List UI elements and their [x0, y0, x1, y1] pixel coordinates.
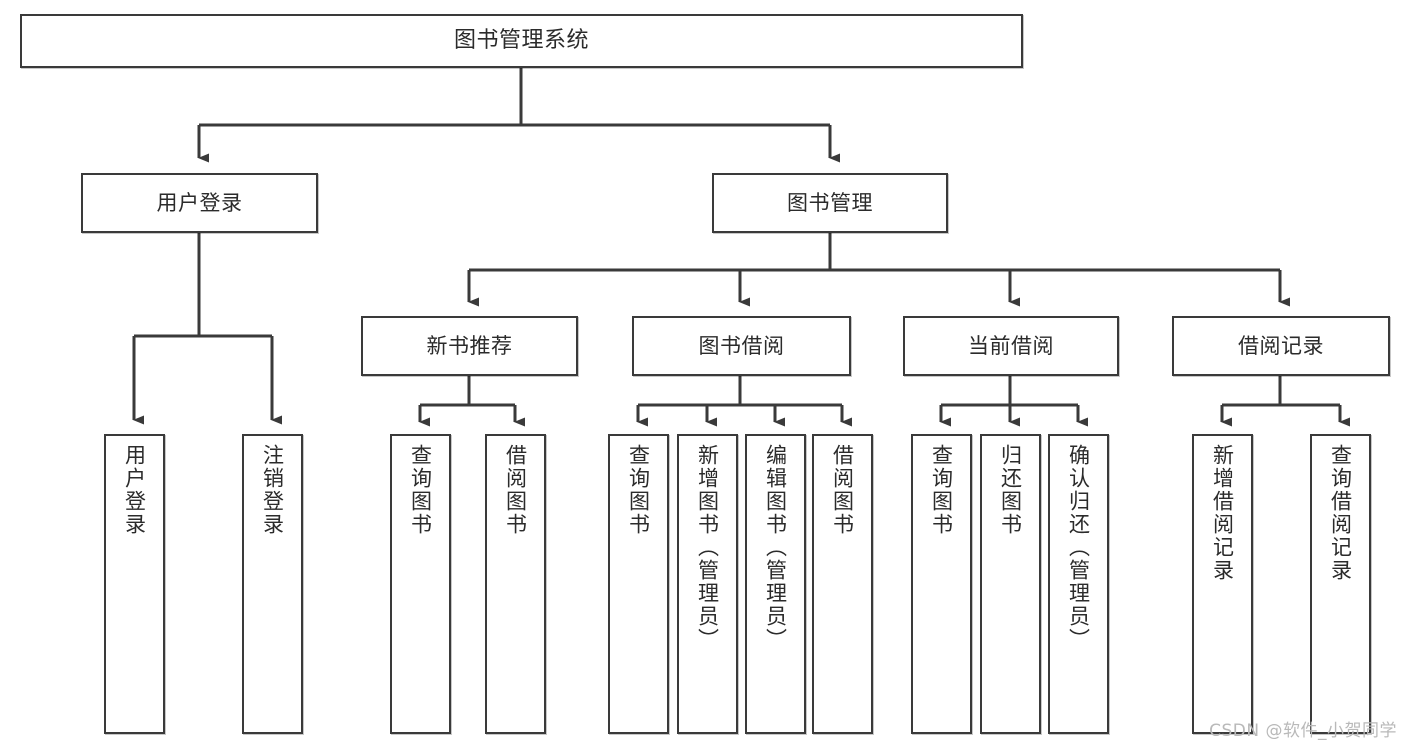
node-leaf-add-book-label: 新增图书（管理员） — [695, 444, 720, 651]
node-new-book-rec[interactable]: 新书推荐 — [361, 316, 578, 376]
node-borrow-record-label: 借阅记录 — [1238, 333, 1324, 358]
node-leaf-query-book-3[interactable]: 查询图书 — [911, 434, 972, 734]
node-book-manage-label: 图书管理 — [787, 190, 873, 215]
node-root[interactable]: 图书管理系统 — [20, 14, 1023, 68]
node-user-login-label: 用户登录 — [156, 190, 243, 215]
node-leaf-query-book-1-label: 查询图书 — [408, 444, 433, 536]
node-current-borrow-label: 当前借阅 — [968, 333, 1054, 358]
watermark-text: CSDN @软件_小贺同学 — [1209, 721, 1397, 741]
node-leaf-borrow-book-1-label: 借阅图书 — [503, 444, 528, 536]
node-leaf-query-book-2[interactable]: 查询图书 — [608, 434, 669, 734]
node-leaf-borrow-book-2[interactable]: 借阅图书 — [812, 434, 873, 734]
node-leaf-edit-book-label: 编辑图书（管理员） — [763, 444, 788, 651]
node-leaf-borrow-book-2-label: 借阅图书 — [830, 444, 855, 536]
node-current-borrow[interactable]: 当前借阅 — [903, 316, 1119, 376]
node-leaf-add-record[interactable]: 新增借阅记录 — [1192, 434, 1253, 734]
node-new-book-rec-label: 新书推荐 — [426, 333, 513, 358]
node-leaf-add-record-label: 新增借阅记录 — [1210, 444, 1235, 582]
node-book-borrow[interactable]: 图书借阅 — [632, 316, 851, 376]
node-user-login[interactable]: 用户登录 — [81, 173, 318, 233]
node-root-label: 图书管理系统 — [453, 28, 589, 54]
node-leaf-user-login-label: 用户登录 — [122, 444, 147, 536]
node-leaf-query-record-label: 查询借阅记录 — [1328, 444, 1353, 582]
node-leaf-confirm-return[interactable]: 确认归还（管理员） — [1048, 434, 1109, 734]
node-leaf-confirm-return-label: 确认归还（管理员） — [1066, 444, 1091, 651]
node-borrow-record[interactable]: 借阅记录 — [1172, 316, 1390, 376]
node-leaf-query-book-1[interactable]: 查询图书 — [390, 434, 451, 734]
node-leaf-user-logout[interactable]: 注销登录 — [242, 434, 303, 734]
node-leaf-query-record[interactable]: 查询借阅记录 — [1310, 434, 1371, 734]
node-leaf-query-book-3-label: 查询图书 — [929, 444, 954, 536]
node-book-manage[interactable]: 图书管理 — [712, 173, 948, 233]
node-leaf-query-book-2-label: 查询图书 — [626, 444, 651, 536]
node-leaf-user-logout-label: 注销登录 — [260, 444, 285, 536]
node-book-borrow-label: 图书借阅 — [698, 333, 785, 358]
node-leaf-return-book-label: 归还图书 — [998, 444, 1023, 536]
node-leaf-return-book[interactable]: 归还图书 — [980, 434, 1041, 734]
node-leaf-add-book[interactable]: 新增图书（管理员） — [677, 434, 738, 734]
node-leaf-user-login[interactable]: 用户登录 — [104, 434, 165, 734]
node-leaf-edit-book[interactable]: 编辑图书（管理员） — [745, 434, 806, 734]
node-leaf-borrow-book-1[interactable]: 借阅图书 — [485, 434, 546, 734]
